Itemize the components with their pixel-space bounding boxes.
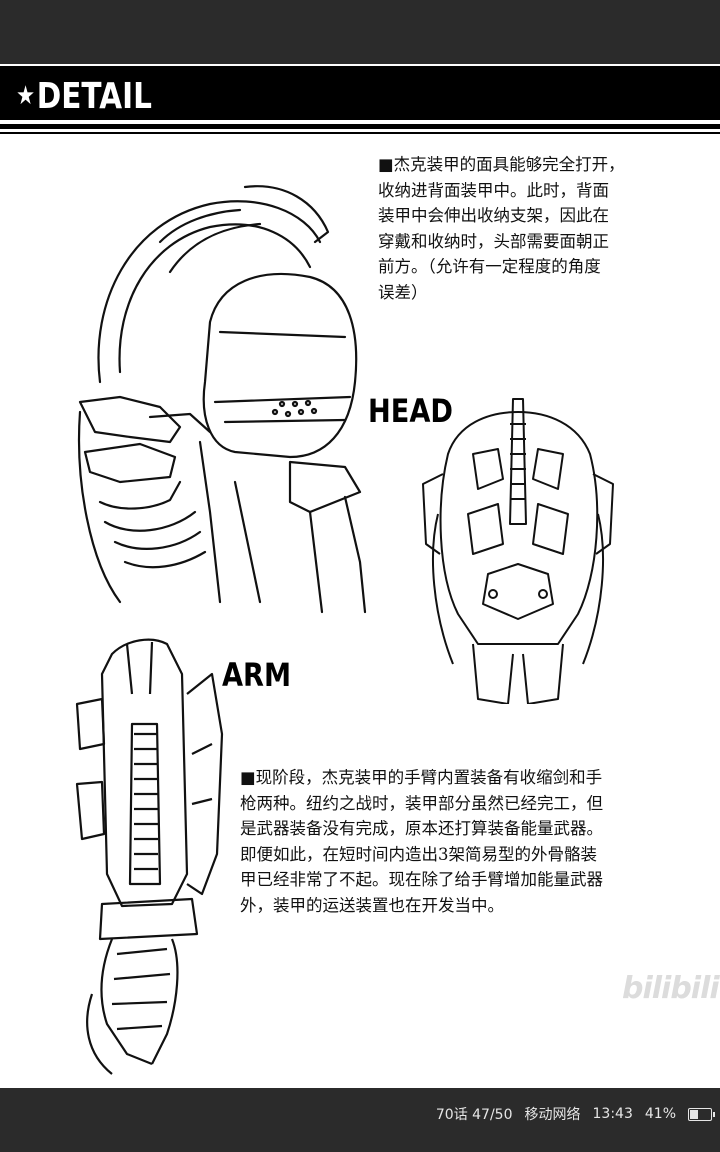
head-label: HEAD	[368, 392, 453, 430]
chapter-progress: 70话 47/50	[435, 1107, 513, 1123]
arm-label: ARM	[222, 656, 292, 694]
reader-bottom-bar	[0, 1088, 720, 1152]
arm-description-line: 枪两种。纽约之战时，装甲部分虽然已经完工，但	[240, 793, 603, 813]
head-description-line: 前方。（允许有一定程度的角度	[378, 257, 601, 276]
head-description-line: 收纳进背面装甲中。此时，背面	[378, 180, 609, 200]
head-description-line: ■杰克装甲的面具能够完全打开，	[378, 155, 625, 174]
helmet-side-illustration	[77, 185, 367, 614]
detail-banner: ★ DETAIL	[0, 66, 720, 120]
arm-description: ■现阶段，杰克装甲的手臂内置装备有收缩剑和手 枪两种。纽约之战时，装甲部分虽然已…	[240, 765, 603, 918]
head-description-line: 装甲中会伸出收纳支架，因此在	[378, 206, 609, 225]
head-description: ■杰克装甲的面具能够完全打开， 收纳进背面装甲中。此时，背面 装甲中会伸出收纳支…	[378, 152, 625, 305]
arm-description-line: 是武器装备没有完成，原本还打算装备能量武器。	[240, 819, 603, 838]
manga-page: ★ DETAIL	[0, 64, 720, 1088]
arm-description-line: ■现阶段，杰克装甲的手臂内置装备有收缩剑和手	[240, 768, 603, 787]
banner-title: ★ DETAIL	[16, 74, 152, 118]
arm-description-line: 外，装甲的运送装置也在开发当中。	[240, 895, 504, 915]
head-description-line: 误差）	[378, 282, 428, 302]
battery-icon	[688, 1107, 715, 1121]
arm-description-line: 即便如此，在短时间内造出3架简易型的外骨骼装	[240, 844, 597, 864]
clock: 13:43	[592, 1106, 633, 1122]
reader-top-bar	[0, 0, 720, 64]
arm-description-line: 甲已经非常了不起。现在除了给手臂增加能量武器	[240, 870, 603, 889]
banner-title-text: DETAIL	[36, 75, 152, 117]
bilibili-watermark: bilibili	[622, 971, 720, 1006]
helmet-back-illustration	[422, 398, 614, 704]
battery-percent: 41%	[644, 1106, 676, 1122]
star-icon: ★	[16, 81, 36, 111]
banner-rule-thin	[0, 132, 720, 134]
network-status: 移动网络	[524, 1107, 581, 1123]
head-description-line: 穿戴和收纳时，头部需要面朝正	[378, 231, 609, 251]
arm-illustration	[75, 638, 224, 1075]
banner-rule	[0, 124, 720, 129]
status-bar: 70话 47/50 移动网络 13:43 41%	[435, 1104, 715, 1124]
